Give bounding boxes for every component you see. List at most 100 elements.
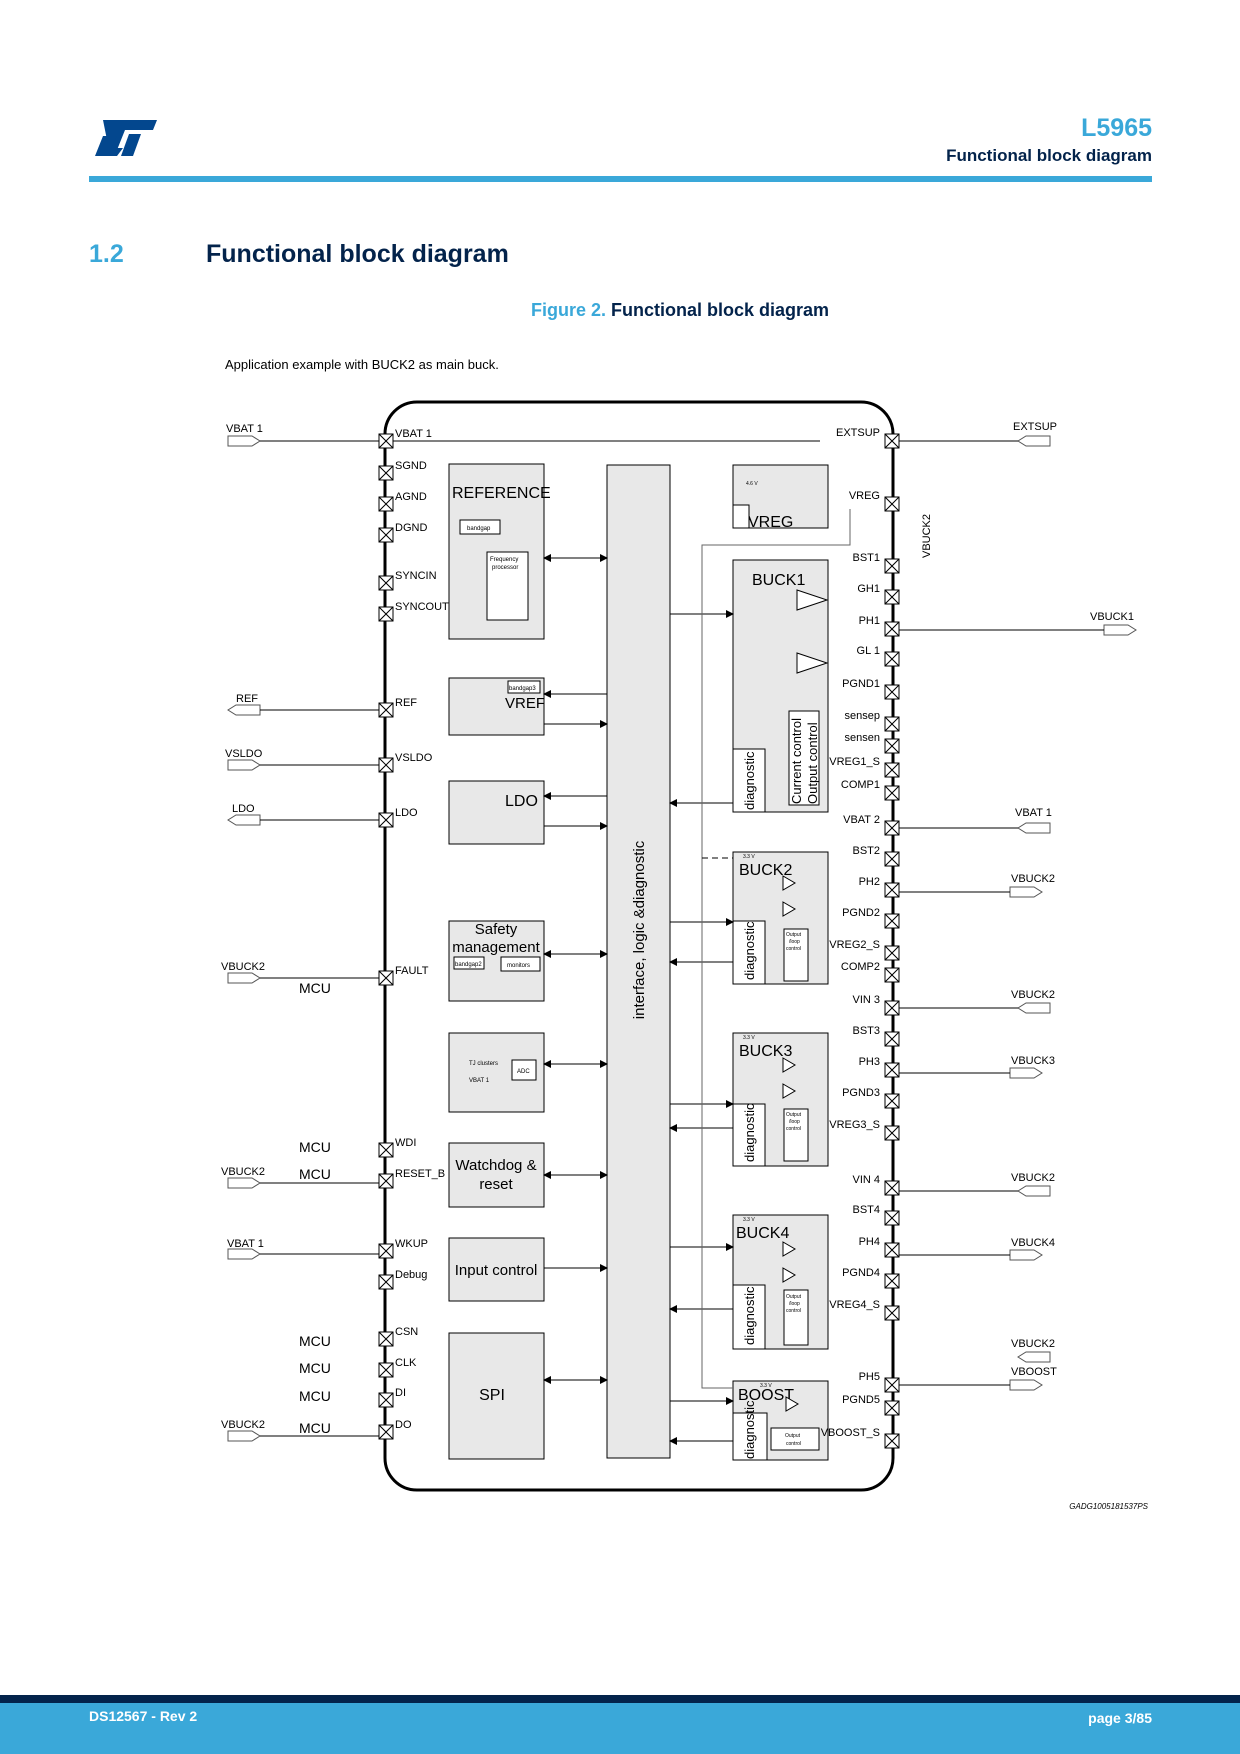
svg-text:VBAT 1: VBAT 1 [469,1078,490,1084]
svg-text:diagnostic: diagnostic [742,1103,757,1162]
safety-management-block: Safety management bandgap2 monitors [448,920,545,1002]
pin-syncin: SYNCIN [378,570,437,591]
pin-vreg: VREG [849,490,900,512]
pin-vreg3-s: VREG3_S [829,1119,900,1141]
svg-text:FAULT: FAULT [395,965,429,977]
pin-gh1: GH1 [857,583,900,605]
svg-text:SYNCOUT: SYNCOUT [395,601,449,613]
ext-vbuck2-out: VBUCK2 [1011,873,1055,885]
svg-text:DO: DO [395,1419,412,1431]
mcu-label: MCU [299,1139,331,1155]
svg-text:4.6 V: 4.6 V [746,481,758,487]
left-pin-column: VBAT 1SGNDAGNDDGNDSYNCINSYNCOUTREFVSLDOL… [378,428,449,1440]
vref-block: VREF bandgap3 [448,677,545,736]
svg-text:sensep: sensep [845,710,880,722]
svg-text:VREG: VREG [849,490,880,502]
svg-text:BUCK3: BUCK3 [739,1043,792,1060]
svg-text:VIN 3: VIN 3 [852,994,880,1006]
svg-text:SGND: SGND [395,460,427,472]
pin-ldo: LDO [378,807,418,828]
pin-gl-1: GL 1 [857,645,900,667]
figure-caption: Figure 2. Functional block diagram [0,300,1240,321]
svg-text:PGND3: PGND3 [842,1087,880,1099]
svg-text:VBAT 1: VBAT 1 [395,428,432,440]
pin-wkup: WKUP [378,1238,428,1259]
svg-text:PH1: PH1 [859,615,880,627]
svg-text:Watchdog &: Watchdog & [455,1157,536,1174]
pin-comp1: COMP1 [841,779,900,801]
pin-bst1: BST1 [852,552,900,574]
pin-vreg4-s: VREG4_S [829,1299,900,1321]
pin-bst4: BST4 [852,1204,900,1226]
ext-vbat1-wkup: VBAT 1 [227,1238,264,1250]
pin-debug: Debug [378,1269,427,1290]
section-title: Functional block diagram [206,240,509,268]
svg-text:BST2: BST2 [852,845,880,857]
pin-do: DO [378,1419,412,1440]
svg-text:Frequency: Frequency [490,557,518,563]
ext-vbuck2-do: VBUCK2 [221,1419,265,1431]
svg-text:LDO: LDO [395,807,418,819]
pin-vsldo: VSLDO [378,752,433,773]
buck3-block: BUCK3 3.3 V Output /loop control diagnos… [732,1032,829,1167]
svg-text:reset: reset [479,1176,513,1193]
buck1-block: BUCK1 Current control Output control dia… [732,559,829,813]
pin-di: DI [378,1387,406,1408]
product-name: L5965 [1081,114,1152,142]
vreg-block: VREG 4.6 V [732,464,829,531]
pin-bst2: BST2 [852,845,900,867]
svg-text:VREF: VREF [505,695,545,712]
svg-text:PH2: PH2 [859,876,880,888]
pin-ph2: PH2 [859,876,900,898]
pin-vreg2-s: VREG2_S [829,939,900,961]
svg-text:ADC: ADC [517,1069,530,1075]
pin-dgnd: DGND [378,522,427,543]
pin-syncout: SYNCOUT [378,601,449,622]
svg-text:BUCK4: BUCK4 [736,1225,789,1242]
svg-text:diagnostic: diagnostic [742,1400,757,1459]
ext-vbuck2-reset: VBUCK2 [221,1166,265,1178]
figure-note: Application example with BUCK2 as main b… [225,357,499,372]
pin-sensep: sensep [845,710,900,732]
ext-vbuck4: VBUCK4 [1011,1237,1055,1249]
svg-text:bandgap: bandgap [467,526,491,532]
svg-text:bandgap3: bandgap3 [509,686,536,692]
svg-text:VREG4_S: VREG4_S [829,1299,880,1311]
svg-text:DI: DI [395,1387,406,1399]
buck2-block: BUCK2 3.3 V Output /loop control diagnos… [732,851,829,985]
svg-text:diagnostic: diagnostic [742,751,757,810]
svg-text:bandgap2: bandgap2 [455,962,482,968]
svg-text:BST3: BST3 [852,1025,880,1037]
svg-text:control: control [786,946,801,952]
pin-ph4: PH4 [859,1236,900,1258]
svg-text:CSN: CSN [395,1326,418,1338]
svg-text:Output control: Output control [805,722,820,804]
ext-vbuck1: VBUCK1 [1090,611,1134,623]
svg-text:BUCK1: BUCK1 [752,572,805,589]
svg-text:VREG1_S: VREG1_S [829,756,880,768]
svg-text:diagnostic: diagnostic [742,1286,757,1345]
mcu-label: MCU [299,1333,331,1349]
mcu-label: MCU [299,980,331,996]
svg-text:EXTSUP: EXTSUP [836,427,880,439]
svg-text:VBOOST_S: VBOOST_S [821,1427,880,1439]
ext-vbuck2-in4: VBUCK2 [1011,1172,1055,1184]
svg-text:BUCK2: BUCK2 [739,862,792,879]
header-section-title: Functional block diagram [946,146,1152,165]
svg-text:/loop: /loop [789,1301,800,1307]
mcu-label: MCU [299,1388,331,1404]
svg-text:COMP1: COMP1 [841,779,880,791]
svg-text:DGND: DGND [395,522,427,534]
svg-text:CLK: CLK [395,1357,417,1369]
svg-text:3.3 V: 3.3 V [743,1217,755,1223]
thermal-adc-block: TJ clusters VBAT 1 ADC [448,1032,545,1113]
svg-text:Input control: Input control [455,1262,538,1279]
svg-text:Output: Output [786,1112,802,1118]
svg-text:VREG3_S: VREG3_S [829,1119,880,1131]
figure-id: GADG1005181537PS [1069,1502,1148,1511]
svg-text:Output: Output [786,1294,802,1300]
pin-vreg1-s: VREG1_S [829,756,900,778]
ext-vbuck3: VBUCK3 [1011,1055,1055,1067]
svg-text:REFERENCE: REFERENCE [452,485,551,502]
